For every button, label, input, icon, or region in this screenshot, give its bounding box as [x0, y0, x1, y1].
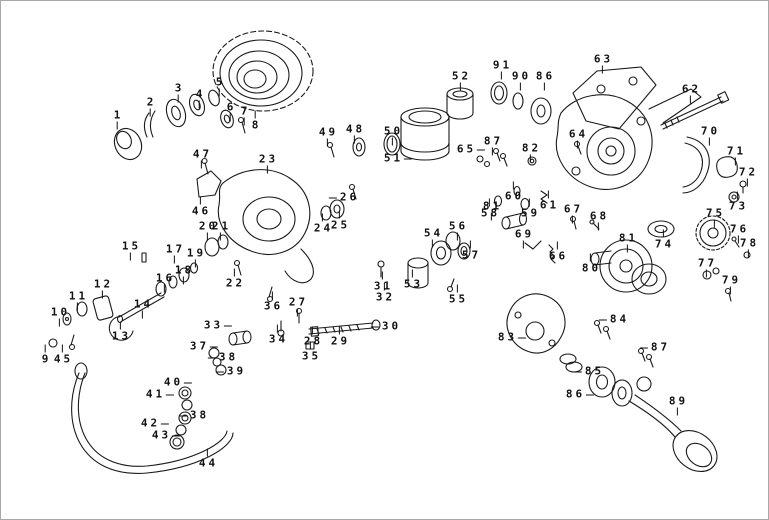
part-label-87: 87: [639, 342, 670, 353]
part-label-84: 84: [598, 314, 629, 325]
part-label-4: 4: [193, 89, 206, 109]
part-label-30: 30: [370, 321, 401, 332]
part-label-79: 79: [719, 275, 741, 295]
part-label-57: 57: [459, 240, 481, 261]
part-label-75: 75: [703, 208, 725, 228]
part-label-58: 58: [478, 198, 500, 219]
part-label-89: 89: [666, 396, 688, 416]
part-label-12: 12: [91, 279, 113, 299]
part-label-52: 52: [449, 71, 471, 91]
part-label-17: 17: [163, 244, 185, 264]
part-label-25: 25: [328, 210, 350, 231]
part-label-24: 24: [311, 213, 333, 234]
part-label-82: 82: [519, 143, 541, 163]
part-label-77: 77: [695, 258, 717, 278]
part-label-76: 76: [727, 224, 749, 244]
part-label-8: 8: [249, 110, 262, 131]
part-label-56: 56: [446, 221, 468, 241]
part-label-53: 53: [401, 269, 423, 290]
part-label-68: 68: [587, 211, 609, 231]
part-label-74: 74: [652, 229, 674, 250]
part-label-20: 20: [196, 221, 218, 241]
part-label-69: 69: [512, 229, 534, 249]
part-label-21: 21: [209, 221, 231, 241]
part-label-38: 38: [178, 410, 209, 421]
part-label-78: 78: [737, 238, 759, 258]
part-label-90: 90: [509, 71, 531, 91]
part-label-22: 22: [223, 268, 245, 289]
part-label-6: 6: [224, 102, 237, 122]
part-label-15: 15: [119, 241, 141, 261]
part-label-33: 33: [201, 320, 232, 331]
part-label-70: 70: [698, 126, 720, 146]
part-label-31: 31: [371, 271, 393, 292]
part-label-38: 38: [207, 352, 238, 363]
part-label-62: 62: [679, 84, 701, 104]
part-label-51: 51: [381, 153, 412, 164]
part-label-63: 63: [591, 54, 613, 74]
part-label-10: 10: [48, 307, 70, 327]
part-label-86: 86: [533, 71, 555, 91]
part-label-16: 16: [153, 273, 175, 293]
part-label-28: 28: [301, 326, 323, 347]
part-label-2: 2: [144, 97, 157, 117]
part-label-83: 83: [495, 332, 526, 343]
part-label-45: 45: [51, 344, 73, 365]
part-label-47: 47: [190, 149, 212, 169]
part-label-34: 34: [266, 324, 288, 345]
part-label-19: 19: [184, 248, 206, 268]
part-label-11: 11: [66, 291, 88, 311]
part-label-27: 27: [286, 297, 308, 317]
part-label-39: 39: [215, 366, 246, 377]
part-label-23: 23: [256, 154, 278, 174]
part-label-13: 13: [109, 321, 131, 342]
part-label-91: 91: [490, 60, 512, 80]
part-label-59: 59: [518, 198, 540, 219]
part-label-18: 18: [172, 265, 194, 285]
part-label-35: 35: [299, 341, 321, 362]
part-label-42: 42: [138, 418, 169, 429]
part-label-61: 61: [537, 190, 559, 211]
part-label-5: 5: [213, 77, 226, 97]
part-label-71: 71: [724, 146, 746, 166]
part-label-86: 86: [563, 389, 594, 400]
part-label-49: 49: [316, 127, 338, 147]
part-label-41: 41: [143, 389, 174, 400]
part-label-26: 26: [328, 192, 359, 203]
part-label-29: 29: [328, 326, 350, 347]
part-label-87: 87: [481, 136, 503, 156]
part-label-80: 80: [579, 253, 601, 274]
part-label-50: 50: [381, 126, 403, 146]
part-label-14: 14: [131, 299, 153, 319]
part-label-66: 66: [546, 241, 568, 262]
part-label-46: 46: [189, 196, 211, 217]
part-label-3: 3: [172, 83, 185, 103]
part-label-1: 1: [111, 110, 124, 130]
part-label-67: 67: [561, 204, 583, 224]
part-label-55: 55: [446, 284, 468, 305]
part-label-40: 40: [161, 377, 192, 388]
part-label-9: 9: [39, 344, 52, 365]
part-label-43: 43: [149, 430, 180, 441]
part-label-64: 64: [566, 129, 588, 149]
part-label-81: 81: [480, 201, 502, 221]
part-label-32: 32: [373, 282, 395, 303]
part-label-81: 81: [616, 233, 638, 253]
part-label-73: 73: [726, 191, 748, 212]
part-label-48: 48: [343, 124, 365, 144]
part-label-72: 72: [736, 167, 758, 187]
part-label-7: 7: [238, 106, 251, 126]
part-label-65: 65: [454, 144, 485, 155]
part-label-60: 60: [502, 181, 524, 202]
part-label-85: 85: [573, 366, 604, 377]
part-label-54: 54: [421, 228, 443, 248]
part-label-44: 44: [196, 448, 218, 469]
part-label-36: 36: [261, 291, 283, 312]
part-label-37: 37: [187, 341, 218, 352]
